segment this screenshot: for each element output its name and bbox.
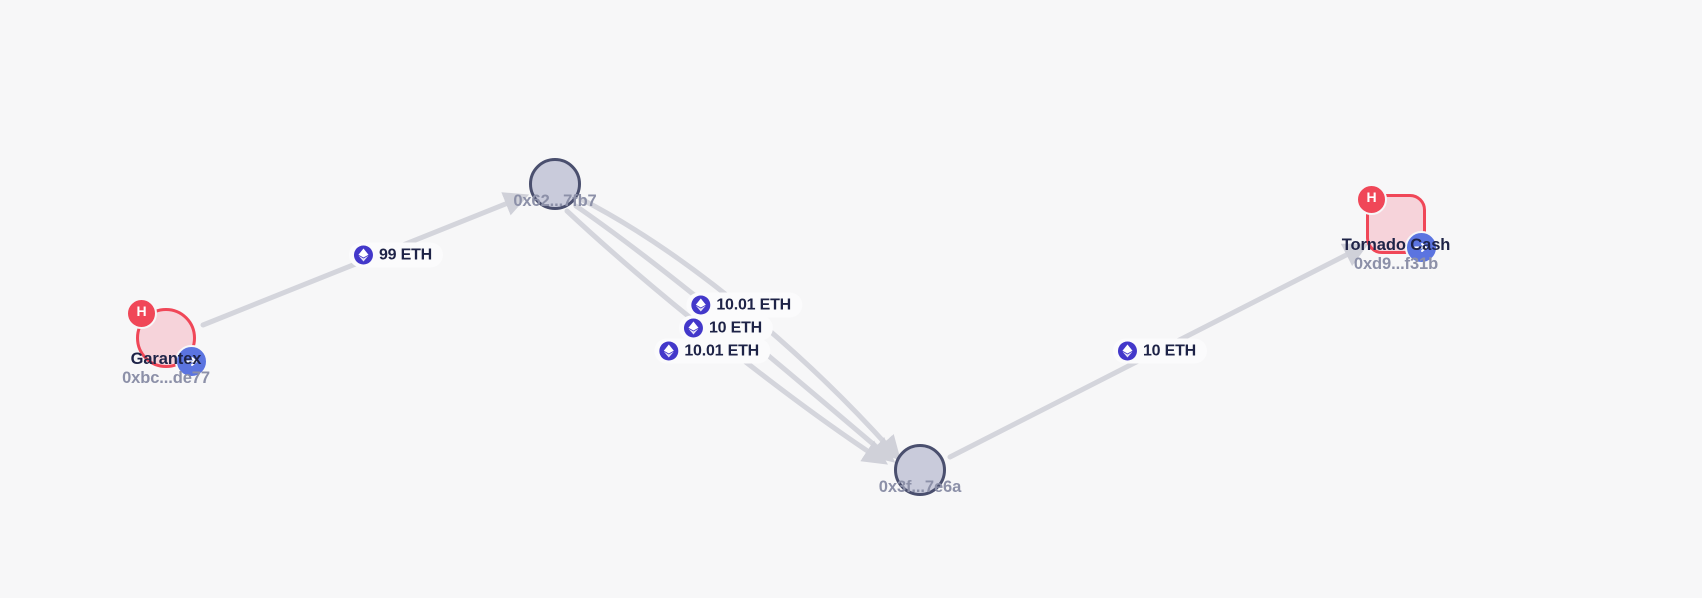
node-caption-addr-62: 0x62...7fb7 — [513, 192, 596, 211]
edge-label-10-eth-right[interactable]: 10 ETH — [1112, 338, 1208, 364]
outflow-arrow-badge-icon[interactable] — [1405, 231, 1438, 264]
edge-label-text: 10 ETH — [1142, 342, 1197, 359]
node-address-label: 0x62...7fb7 — [513, 192, 597, 210]
ethereum-icon — [353, 245, 373, 265]
edge-label-text: 99 ETH — [378, 246, 433, 263]
edge-label-10-01-eth-lower[interactable]: 10.01 ETH — [654, 338, 770, 364]
node-shape-tornado-cash[interactable]: H — [1356, 184, 1438, 264]
edge-label-99-eth[interactable]: 99 ETH — [348, 242, 444, 268]
node-caption-addr-3f: 0x3f...7e6a — [879, 478, 961, 497]
ethereum-icon — [691, 295, 711, 315]
risk-h-badge-icon[interactable]: H — [126, 298, 157, 329]
node-caption-garantex: Garantex 0xbc...de77 — [122, 350, 210, 388]
node-tornado-cash[interactable]: H Tornado Cash 0xd9...f31b — [1342, 184, 1450, 273]
node-addr-3f[interactable]: 0x3f...7e6a — [879, 444, 961, 496]
node-shape-garantex[interactable]: H — [126, 298, 208, 378]
ethereum-icon — [683, 318, 703, 338]
node-garantex[interactable]: H Garantex 0xbc...de77 — [122, 298, 210, 387]
node-name-label: Garantex — [130, 350, 202, 368]
node-caption-tornado-cash: Tornado Cash 0xd9...f31b — [1342, 236, 1451, 274]
edge-label-10-01-eth-upper[interactable]: 10.01 ETH — [686, 292, 802, 318]
edge-label-text: 10 ETH — [708, 319, 762, 336]
edge-label-text: 10.01 ETH — [684, 342, 759, 359]
node-name-label: Tornado Cash — [1341, 236, 1451, 254]
risk-h-badge-icon[interactable]: H — [1356, 184, 1387, 215]
node-address-label: 0x3f...7e6a — [878, 478, 962, 496]
edge-label-10-eth-middle[interactable]: 10 ETH — [678, 315, 773, 341]
ethereum-icon — [659, 341, 679, 361]
node-shape-addr-62[interactable] — [529, 158, 581, 210]
edge-label-text: 10.01 ETH — [716, 296, 791, 313]
node-shape-addr-3f[interactable] — [894, 444, 946, 496]
node-address-label: 0xbc...de77 — [122, 369, 210, 387]
outflow-arrow-badge-icon[interactable] — [175, 345, 208, 378]
node-address-label: 0xd9...f31b — [1353, 255, 1439, 273]
node-addr-62[interactable]: 0x62...7fb7 — [513, 158, 597, 210]
ethereum-icon — [1117, 341, 1137, 361]
